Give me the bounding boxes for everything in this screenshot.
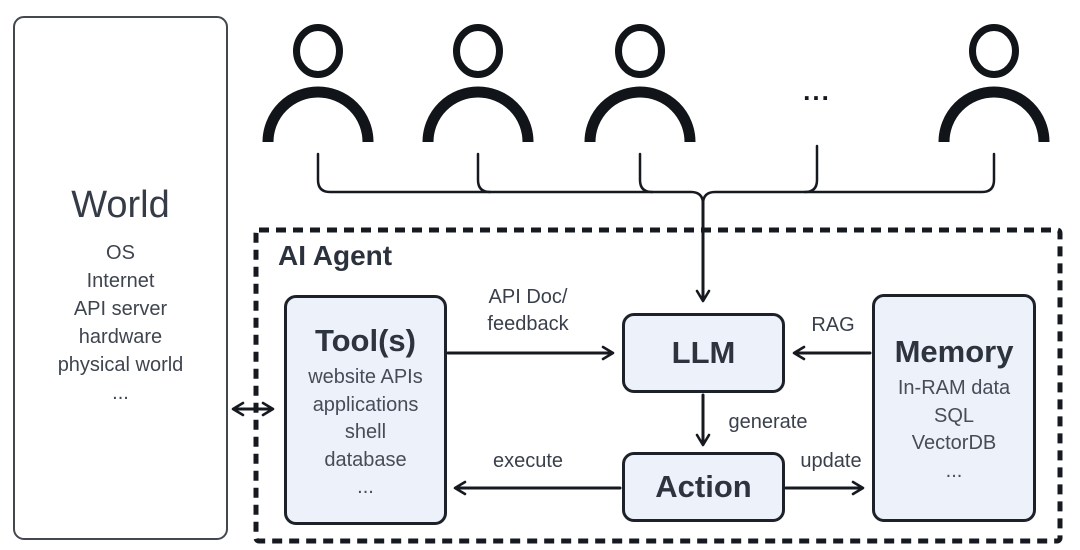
world-item: ...: [112, 382, 129, 404]
user-icon: [262, 24, 374, 143]
tools-item: website APIs: [308, 366, 423, 388]
label-api-doc-feedback: API Doc/ feedback: [487, 286, 569, 335]
world-item: API server: [73, 298, 168, 320]
world-box: World OS Internet API server hardware ph…: [13, 16, 228, 540]
user-icon: [584, 24, 696, 143]
agent-label: AI Agent: [278, 240, 393, 271]
tools-item: ...: [357, 476, 374, 498]
world-items: OS Internet API server hardware physical…: [15, 239, 226, 407]
memory-title: Memory: [894, 334, 1014, 369]
memory-item: ...: [945, 459, 963, 482]
llm-title: LLM: [671, 335, 736, 370]
memory-item: SQL: [933, 404, 975, 427]
tools-item: applications: [312, 393, 419, 416]
world-item: OS: [106, 242, 135, 264]
label-rag: RAG: [811, 314, 855, 336]
memory-item: In-RAM data: [897, 377, 1011, 399]
action-box: Action: [622, 452, 785, 522]
memory-items: In-RAM data SQL VectorDB ...: [875, 375, 1033, 485]
label-generate: generate: [728, 411, 808, 433]
label-update: update: [800, 450, 862, 472]
user-icons: [262, 24, 1050, 143]
tools-items: website APIs applications shell database…: [287, 364, 444, 502]
world-item: hardware: [78, 326, 163, 348]
tools-item: shell: [344, 421, 387, 443]
llm-box: LLM: [622, 313, 785, 393]
users-ellipsis: ...: [803, 76, 831, 106]
tools-box: Tool(s) website APIs applications shell …: [284, 295, 447, 525]
world-title: World: [71, 184, 170, 226]
user-icon: [938, 24, 1050, 143]
tools-item: database: [324, 448, 407, 471]
action-title: Action: [655, 469, 752, 504]
users-merge-connector: [316, 144, 996, 206]
label-execute: execute: [492, 450, 564, 472]
memory-box: Memory In-RAM data SQL VectorDB ...: [872, 294, 1036, 522]
tools-title: Tool(s): [314, 323, 416, 358]
user-icon: [422, 24, 534, 143]
world-item: Internet: [86, 270, 155, 292]
world-item: physical world: [57, 354, 184, 376]
memory-item: VectorDB: [911, 432, 997, 454]
